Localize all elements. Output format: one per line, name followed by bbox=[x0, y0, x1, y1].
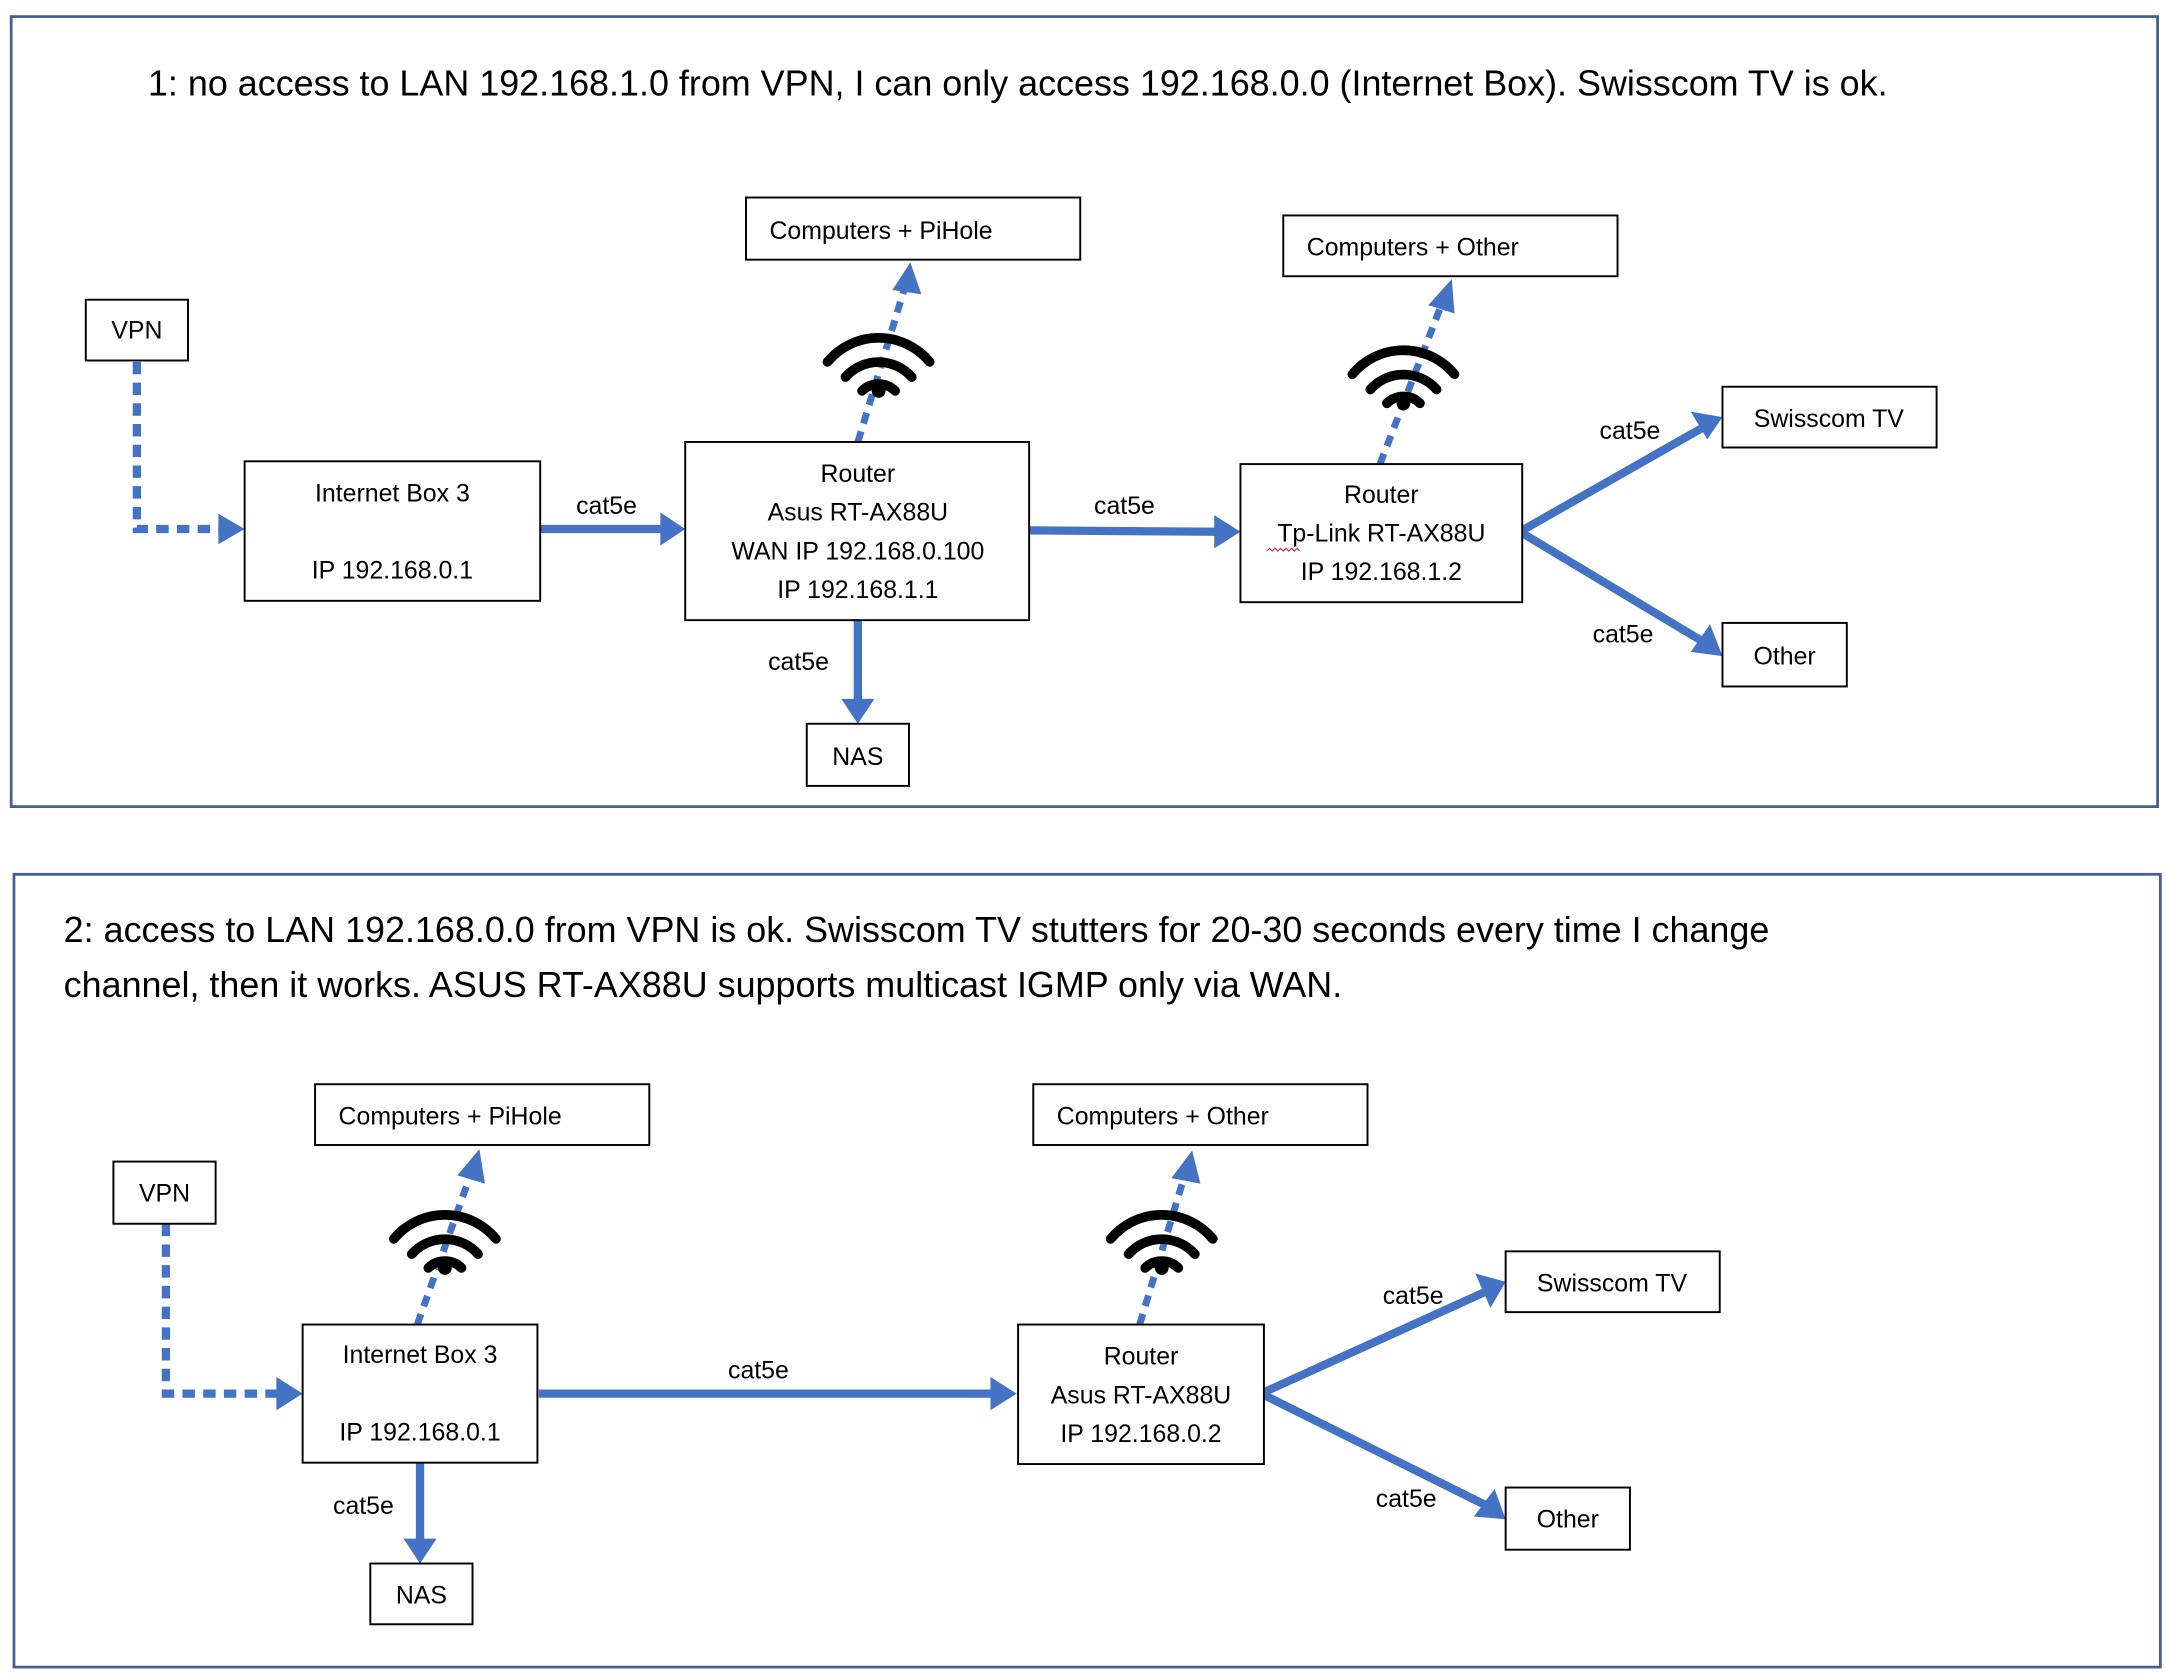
node-label: Swisscom TV bbox=[1537, 1269, 1688, 1297]
node-computers-pihole[interactable]: Computers + PiHole bbox=[314, 1083, 651, 1146]
link-box-to-nas bbox=[403, 1462, 437, 1564]
node-other[interactable]: Other bbox=[1504, 1486, 1631, 1551]
link-asus-to-nas bbox=[841, 620, 875, 724]
wifi-link-asus bbox=[1136, 1150, 1201, 1326]
node-label: NAS bbox=[832, 743, 883, 771]
panel-border bbox=[12, 872, 2162, 1669]
node-internet-box[interactable]: Internet Box 3 IP 192.168.0.1 bbox=[301, 1323, 539, 1464]
node-wan-ip: WAN IP 192.168.0.100 bbox=[731, 537, 984, 565]
node-ip: IP 192.168.0.1 bbox=[312, 557, 473, 585]
node-ip: IP 192.168.0.1 bbox=[339, 1419, 500, 1447]
link-label: cat5e bbox=[728, 1356, 789, 1384]
wifi-link-internet-box bbox=[414, 1149, 485, 1326]
node-computers-other[interactable]: Computers + Other bbox=[1032, 1083, 1369, 1146]
link-box-to-asus bbox=[540, 512, 686, 546]
wifi-icon bbox=[1347, 345, 1460, 411]
node-label: Computers + Other bbox=[1307, 234, 1519, 262]
link-tplink-to-other bbox=[1520, 529, 1723, 657]
node-swisscom-tv[interactable]: Swisscom TV bbox=[1504, 1250, 1721, 1314]
node-vpn[interactable]: VPN bbox=[84, 298, 189, 362]
node-label: Router bbox=[1344, 481, 1419, 509]
node-model: Asus RT-AX88U bbox=[768, 499, 949, 527]
link-box-to-asus bbox=[538, 1377, 1017, 1411]
node-label: Router bbox=[821, 460, 896, 488]
wifi-icon bbox=[822, 332, 935, 398]
node-router-tplink[interactable]: Router Tp-Link RT-AX88U IP 192.168.1.2 bbox=[1239, 463, 1524, 604]
node-label: Other bbox=[1537, 1506, 1599, 1534]
node-model: Asus RT-AX88U bbox=[1051, 1381, 1232, 1409]
node-internet-box[interactable]: Internet Box 3 IP 192.168.0.1 bbox=[243, 460, 542, 602]
wifi-icon bbox=[1105, 1210, 1218, 1275]
wifi-icon bbox=[388, 1210, 501, 1275]
node-computers-other[interactable]: Computers + Other bbox=[1282, 214, 1619, 278]
node-swisscom-tv[interactable]: Swisscom TV bbox=[1721, 385, 1938, 449]
scenario-2-title-line-1: 2: access to LAN 192.168.0.0 from VPN is… bbox=[64, 909, 1770, 950]
node-nas[interactable]: NAS bbox=[369, 1562, 474, 1626]
link-label: cat5e bbox=[1593, 620, 1654, 648]
scenario-1-title: 1: no access to LAN 192.168.1.0 from VPN… bbox=[148, 62, 1888, 103]
node-label: VPN bbox=[111, 316, 162, 344]
node-label: Internet Box 3 bbox=[315, 479, 470, 507]
node-label: Computers + PiHole bbox=[769, 217, 992, 245]
link-label: cat5e bbox=[1376, 1485, 1437, 1513]
link-label: cat5e bbox=[1094, 492, 1155, 520]
node-label: Computers + PiHole bbox=[339, 1102, 562, 1130]
node-router-asus[interactable]: Router Asus RT-AX88U IP 192.168.0.2 bbox=[1017, 1323, 1265, 1466]
vpn-link bbox=[132, 361, 245, 545]
link-asus-to-tplink bbox=[1029, 515, 1241, 549]
node-vpn[interactable]: VPN bbox=[112, 1160, 217, 1225]
link-label: cat5e bbox=[1383, 1282, 1444, 1310]
node-router-asus[interactable]: Router Asus RT-AX88U WAN IP 192.168.0.10… bbox=[684, 441, 1031, 622]
node-ip: IP 192.168.1.2 bbox=[1301, 558, 1462, 586]
vpn-link bbox=[161, 1223, 303, 1411]
node-model: Tp-Link RT-AX88U bbox=[1277, 519, 1485, 547]
node-label: NAS bbox=[396, 1582, 447, 1610]
link-label: cat5e bbox=[1600, 417, 1661, 445]
node-ip: IP 192.168.1.1 bbox=[777, 576, 938, 604]
node-label: Internet Box 3 bbox=[343, 1341, 498, 1369]
node-label: VPN bbox=[139, 1180, 190, 1208]
wifi-link-tplink bbox=[1376, 279, 1455, 466]
node-label: Computers + Other bbox=[1057, 1102, 1269, 1130]
node-nas[interactable]: NAS bbox=[805, 722, 910, 787]
node-label: Swisscom TV bbox=[1754, 405, 1905, 433]
link-label: cat5e bbox=[333, 1492, 394, 1520]
node-label: Router bbox=[1104, 1343, 1179, 1371]
link-tplink-to-tv bbox=[1520, 411, 1723, 534]
link-asus-to-tv bbox=[1262, 1273, 1506, 1397]
scenario-2-panel: 2: access to LAN 192.168.0.0 from VPN is… bbox=[12, 872, 2162, 1669]
link-asus-to-other bbox=[1262, 1391, 1506, 1520]
node-computers-pihole[interactable]: Computers + PiHole bbox=[745, 196, 1082, 261]
node-other[interactable]: Other bbox=[1721, 621, 1848, 688]
spellcheck-underline bbox=[1266, 547, 1301, 552]
scenario-1-panel: 1: no access to LAN 192.168.1.0 from VPN… bbox=[9, 15, 2159, 808]
link-label: cat5e bbox=[576, 492, 637, 520]
node-ip: IP 192.168.0.2 bbox=[1060, 1420, 1221, 1448]
node-label: Other bbox=[1754, 642, 1816, 670]
scenario-2-title-line-2: channel, then it works. ASUS RT-AX88U su… bbox=[64, 964, 1343, 1005]
link-label: cat5e bbox=[768, 648, 829, 676]
